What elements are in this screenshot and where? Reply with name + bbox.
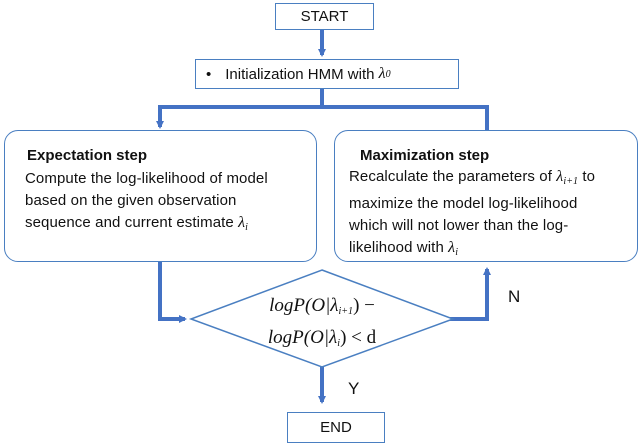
decision-line1-lambda: λ [330, 295, 339, 316]
maximization-line1-row: Recalculate the parameters of λi+1 to [349, 166, 637, 193]
arrow-decision-to-maximization [448, 267, 491, 321]
maximization-lambda2-sub: i [455, 247, 459, 258]
decision-line2-sub: i [337, 338, 341, 349]
expectation-lambda-sub: i [245, 222, 249, 233]
decision-line2-lambda: λ [329, 327, 338, 348]
expectation-node: Expectation step Compute the log-likelih… [4, 130, 317, 262]
expectation-title: Expectation step [27, 147, 148, 164]
maximization-lambda2: λ [448, 239, 456, 256]
decision-line1-sub: i+1 [338, 306, 354, 317]
init-bullet: • [206, 65, 212, 83]
init-text: Initialization HMM with [225, 65, 379, 83]
decision-line1-pre: logP(O| [269, 295, 331, 316]
init-lambda-sub: 0 [385, 68, 391, 80]
maximization-lambda1-sub: i+1 [563, 176, 579, 187]
maximization-lambda1: λ [556, 168, 564, 185]
maximization-line4: likelihood with [349, 239, 449, 256]
decision-line1-post: ) − [353, 295, 375, 316]
decision-line1: logP(O|λi+1) − [222, 293, 422, 325]
arrow-expectation-to-decision [158, 262, 187, 323]
decision-line2-post: ) < d [340, 327, 377, 348]
expectation-line2: based on the given observation [25, 192, 237, 209]
decision-condition: logP(O|λi+1) − logP(O|λi) < d [222, 293, 422, 357]
maximization-line4-row: likelihood with λi [349, 237, 637, 264]
init-lambda: λ [378, 65, 386, 82]
label-yes: Y [348, 379, 360, 398]
expectation-lambda: λ [238, 214, 246, 231]
arrow-init-to-expectation [156, 89, 324, 129]
end-node: END [287, 412, 385, 443]
maximization-line2: maximize the model log-likelihood [349, 195, 578, 212]
start-label: START [300, 8, 349, 25]
label-no: N [508, 287, 521, 306]
maximization-node: Maximization step Recalculate the parame… [334, 130, 638, 262]
decision-line2: logP(O|λi) < d [222, 325, 422, 357]
maximization-line3: which will not lower than the log- [349, 217, 569, 234]
expectation-line1: Compute the log-likelihood of model [25, 170, 268, 187]
expectation-line3: sequence and current estimate [25, 214, 239, 231]
maximization-line1-end: to [578, 168, 596, 185]
decision-line2-pre: logP(O| [267, 327, 330, 348]
connector-init-to-maximization [322, 105, 489, 130]
decision-diamond [188, 269, 456, 368]
expectation-line3-row: sequence and current estimate λi [25, 212, 316, 239]
maximization-line1: Recalculate the parameters of [349, 168, 557, 185]
start-node: START [275, 3, 374, 30]
maximization-title: Maximization step [360, 147, 490, 164]
end-label: END [320, 419, 352, 436]
